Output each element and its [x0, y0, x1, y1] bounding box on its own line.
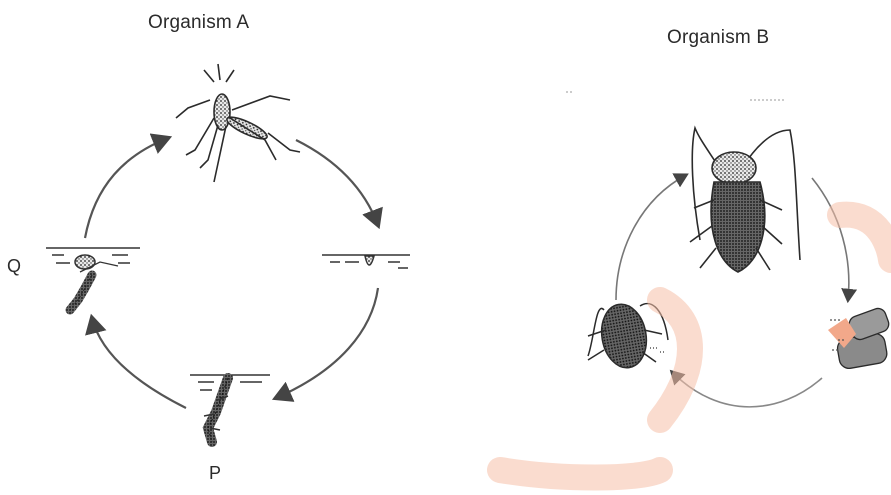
pupa-icon — [190, 375, 270, 442]
ootheca-eggs-icon — [828, 306, 891, 370]
egg-raft-icon — [322, 255, 410, 268]
organism-b-cycle — [566, 92, 891, 407]
arrow-b-adult-to-eggs — [812, 178, 849, 300]
cockroach-adult-icon — [690, 128, 800, 272]
larva-icon — [46, 248, 140, 310]
arrow-q-to-adult — [85, 138, 168, 238]
arrow-eggs-to-larva — [276, 288, 378, 398]
arrow-b-nymph-to-adult — [616, 175, 686, 300]
organism-a-cycle — [46, 64, 410, 442]
arrow-adult-to-eggs — [296, 140, 378, 225]
arrow-pupa-to-q — [92, 318, 186, 408]
watermark — [500, 215, 891, 478]
mosquito-adult-icon — [176, 64, 300, 182]
